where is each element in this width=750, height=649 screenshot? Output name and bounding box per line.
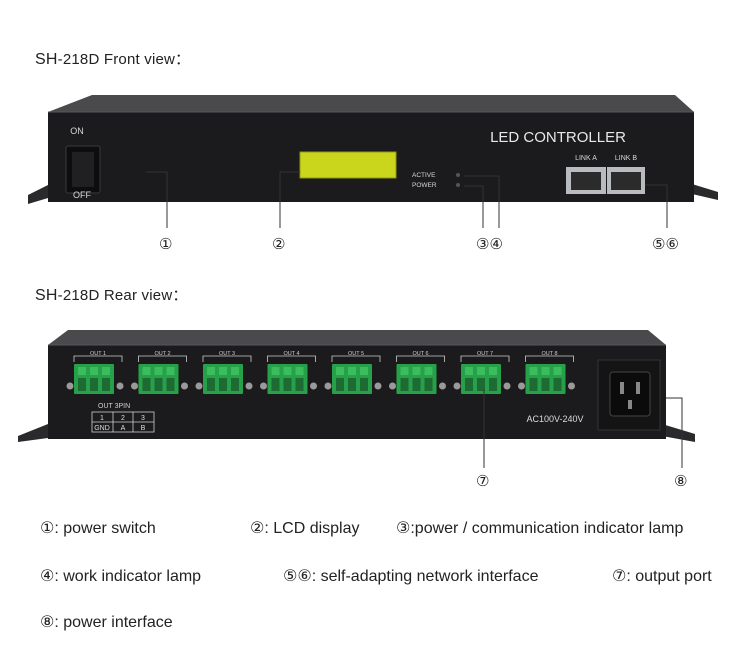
legend-output-port: ⑦: output port — [612, 568, 712, 585]
active-indicator-lamp — [456, 173, 460, 177]
marker-power-switch: ① — [159, 235, 173, 253]
legend-power-interface: ⑧: power interface — [40, 614, 173, 631]
marker-lcd-display: ② — [272, 235, 286, 253]
output-port-1: OUT 1 — [66, 351, 124, 394]
output-port-3: OUT 3 — [195, 351, 253, 394]
output-port-label: OUT 4 — [283, 351, 299, 357]
front-label-on: ON — [70, 126, 84, 136]
lcd-display — [300, 152, 396, 178]
rear-pin-caption: OUT 3PIN — [98, 403, 130, 410]
legend-network-interface: ⑤⑥: self-adapting network interface — [283, 568, 539, 585]
front-view-title: SH-218D Front view： — [35, 48, 190, 69]
power-indicator-lamp — [456, 183, 460, 187]
legend-lcd-display: ②: LCD display — [250, 520, 360, 537]
pin-number-2: 2 — [121, 415, 125, 422]
output-port-label: OUT 2 — [154, 351, 170, 357]
pin-number-1: 1 — [100, 415, 104, 422]
front-label-active: ACTIVE — [412, 172, 436, 179]
output-port-4: OUT 4 — [260, 351, 317, 394]
output-port-label: OUT 5 — [348, 351, 364, 357]
pin-number-3: 3 — [141, 415, 145, 422]
output-port-label: OUT 7 — [477, 351, 493, 357]
output-port-label: OUT 8 — [541, 351, 557, 357]
rear-device-image: OUT 1 OUT 2 OUT 3 OUT 4 OUT 5 OUT 6 OUT 7 OUT 8… — [18, 330, 695, 468]
legend-work-indicator: ④: work indicator lamp — [40, 568, 202, 585]
rear-title-model: SH — [35, 287, 58, 304]
output-port-7: OUT 7 — [453, 351, 511, 394]
marker-network-interface: ⑤⑥ — [652, 235, 679, 253]
pin-name-a: A — [121, 425, 126, 432]
marker-power-interface: ⑧ — [674, 472, 688, 490]
rear-view-title: SH-218D Rear view： — [35, 284, 188, 305]
output-port-5: OUT 5 — [324, 351, 382, 394]
legend-indicator-lamp: ③:power / communication indicator lamp — [396, 520, 684, 537]
front-label-controller: LED CONTROLLER — [490, 129, 626, 146]
output-port-label: OUT 1 — [90, 351, 106, 357]
rear-title-text: -218D Rear view： — [57, 287, 188, 304]
output-port-label: OUT 3 — [219, 351, 235, 357]
output-port-2: OUT 2 — [131, 351, 188, 394]
front-label-power: POWER — [412, 182, 437, 189]
output-port-6: OUT 6 — [389, 351, 446, 394]
power-socket — [609, 371, 651, 417]
front-device-image: ON OFF ACTIVE POWER LED CONTROLLER LINK … — [28, 95, 718, 228]
pin-name-gnd: GND — [94, 425, 110, 432]
rear-voltage-label: AC100V-240V — [526, 414, 583, 424]
front-label-link-a: LINK A — [575, 155, 597, 162]
front-label-link-b: LINK B — [615, 155, 638, 162]
front-title-text: -218D Front view： — [57, 51, 191, 68]
front-title-model: SH — [35, 51, 58, 68]
pin-name-b: B — [141, 425, 146, 432]
output-port-label: OUT 6 — [412, 351, 428, 357]
marker-output-port: ⑦ — [476, 472, 490, 490]
front-label-off: OFF — [73, 190, 91, 200]
legend-power-switch: ①: power switch — [40, 520, 156, 537]
output-port-8: OUT 8 — [518, 351, 575, 394]
marker-indicator-lamps: ③④ — [476, 235, 503, 253]
